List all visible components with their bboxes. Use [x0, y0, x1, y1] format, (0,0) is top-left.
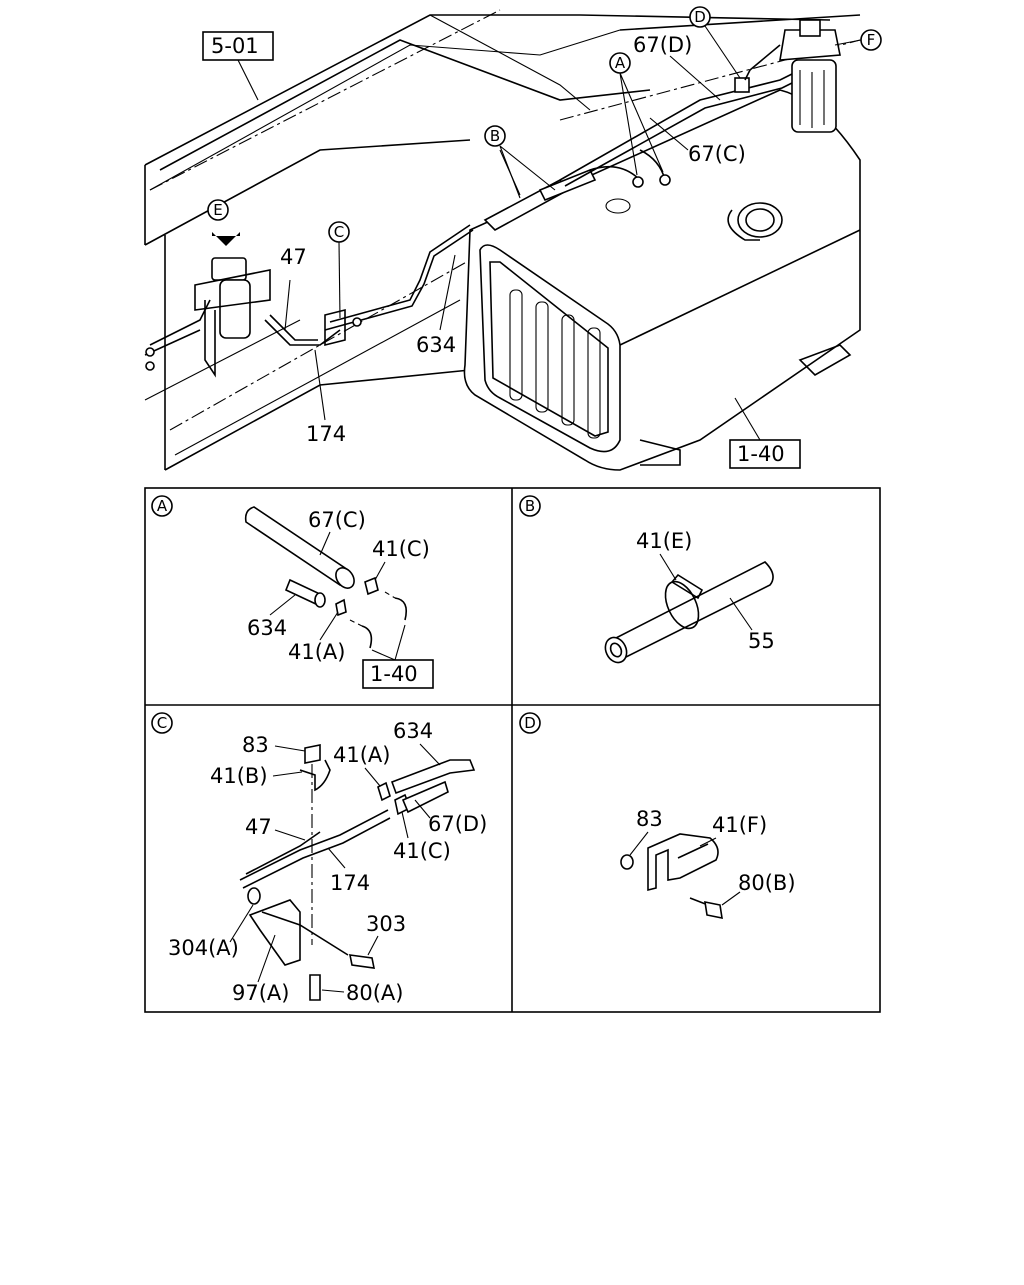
view-arrow-e: E — [207, 199, 240, 246]
fuel-filter-left — [144, 257, 271, 378]
svg-text:F: F — [867, 31, 876, 49]
detail-panel-b: B 41(E) 55 — [519, 495, 775, 664]
label-304a-c: 304(A) — [168, 936, 239, 960]
label-80b-d: 80(B) — [738, 871, 796, 895]
ref-box-1-40-a: 1-40 — [370, 662, 418, 686]
label-97a-c: 97(A) — [232, 981, 289, 1005]
label-67d-main: 67(D) — [633, 33, 692, 57]
tank-ribs — [509, 289, 601, 439]
label-41f-d: 41(F) — [712, 813, 767, 837]
detail-panels-grid — [144, 487, 881, 1013]
label-47-c: 47 — [245, 815, 272, 839]
detail-panel-d: D 83 41(F) 80(B) — [519, 712, 796, 920]
main-assembly-view: E — [144, 6, 882, 471]
svg-text:B: B — [525, 497, 535, 515]
callout-e: E — [213, 201, 222, 219]
label-67d-c: 67(D) — [428, 812, 487, 836]
callout-b-main: B — [484, 125, 556, 199]
detail-panel-c: C 634 83 41(A) 41(B) 47 67(D) 41(C) 174 … — [151, 712, 487, 1005]
label-41e-b: 41(E) — [636, 529, 692, 553]
detail-panel-a: A 67(C) 41(C) 634 41(A) 1-40 — [151, 495, 434, 689]
ref-box-1-40-main: 1-40 — [729, 397, 801, 469]
svg-text:D: D — [694, 8, 706, 26]
label-41a-a: 41(A) — [288, 640, 345, 664]
label-303-c: 303 — [366, 912, 406, 936]
ref-box-5-01: 5-01 — [202, 31, 274, 101]
label-47-main: 47 — [280, 245, 307, 269]
svg-text:C: C — [157, 714, 167, 732]
label-41c-c: 41(C) — [393, 839, 451, 863]
label-634-a: 634 — [247, 616, 287, 640]
callout-f-main: F — [834, 29, 882, 51]
label-634-c: 634 — [393, 719, 433, 743]
svg-text:A: A — [615, 54, 626, 72]
label-80a-c: 80(A) — [346, 981, 403, 1005]
callout-a-main: A — [609, 52, 664, 176]
hose-634-main — [439, 69, 803, 331]
label-83-c: 83 — [242, 733, 269, 757]
label-41a-c: 41(A) — [333, 743, 390, 767]
label-174-main: 174 — [306, 422, 346, 446]
label-41c-a: 41(C) — [372, 537, 430, 561]
callout-c-main: C — [328, 221, 350, 319]
svg-text:A: A — [157, 497, 168, 515]
label-174-c: 174 — [330, 871, 370, 895]
label-67c-a: 67(C) — [308, 508, 366, 532]
label-41b-c: 41(B) — [210, 764, 268, 788]
svg-text:B: B — [490, 127, 500, 145]
svg-text:C: C — [334, 223, 344, 241]
fuel-filter-right — [744, 19, 841, 133]
label-83-d: 83 — [636, 807, 663, 831]
label-67c-main: 67(C) — [688, 142, 746, 166]
fuel-lines-47-174 — [264, 224, 474, 421]
clip-c-bracket — [324, 308, 362, 347]
fuel-tank — [463, 89, 861, 471]
svg-text:1-40: 1-40 — [737, 442, 785, 466]
svg-text:5-01: 5-01 — [211, 34, 259, 58]
label-55-b: 55 — [748, 629, 775, 653]
svg-text:D: D — [524, 714, 536, 732]
label-634-main: 634 — [416, 333, 456, 357]
callout-d-main: D — [689, 6, 741, 79]
tank-mount-brackets — [639, 344, 852, 466]
